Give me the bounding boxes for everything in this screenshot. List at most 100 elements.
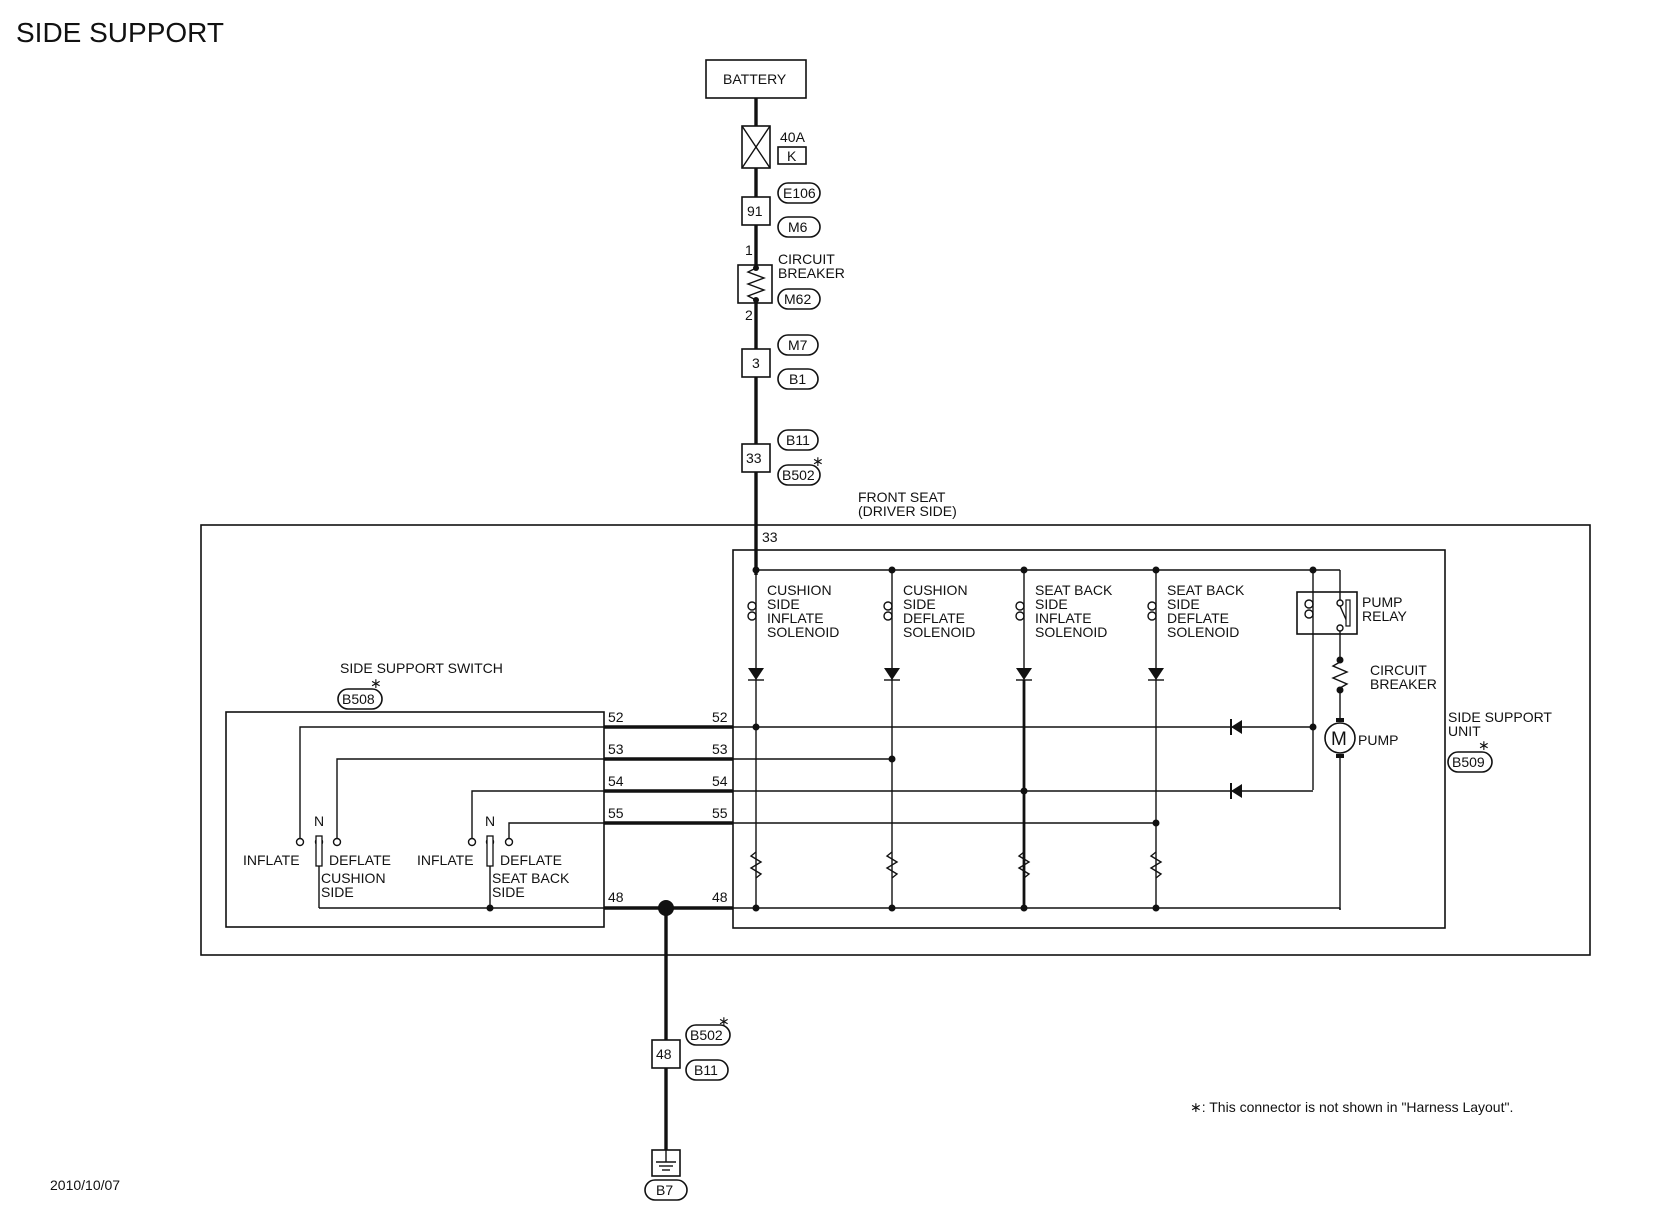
solenoid-1-label-2: SIDE bbox=[767, 596, 800, 612]
circuit-breaker-icon bbox=[737, 264, 773, 304]
pin-33-box bbox=[741, 443, 771, 473]
switch-pin-48: 48 bbox=[608, 889, 624, 905]
unit-breaker-icon bbox=[1331, 661, 1349, 689]
connector-b11-bottom bbox=[685, 1059, 729, 1081]
solenoid-2-label-3: DEFLATE bbox=[903, 610, 965, 626]
solenoid-2-label-4: SOLENOID bbox=[903, 624, 975, 640]
solenoid-3-label-1: SEAT BACK bbox=[1035, 582, 1113, 598]
connector-b502-bottom bbox=[685, 1024, 731, 1046]
switch-pin-53: 53 bbox=[608, 741, 624, 757]
connector-m62 bbox=[777, 288, 821, 310]
solenoid-2-label-2: SIDE bbox=[903, 596, 936, 612]
solenoid-4-label-4: SOLENOID bbox=[1167, 624, 1239, 640]
pump-motor-icon bbox=[1324, 722, 1356, 754]
node-52-col1 bbox=[752, 723, 760, 731]
solenoid-2-label-1: CUSHION bbox=[903, 582, 968, 598]
switch-deflate-1: DEFLATE bbox=[329, 852, 391, 868]
breaker-pin-1: 1 bbox=[745, 242, 753, 258]
front-seat-label-2: (DRIVER SIDE) bbox=[858, 503, 957, 519]
switch-pin-55: 55 bbox=[608, 805, 624, 821]
ground-icon bbox=[651, 1149, 681, 1177]
connector-m7 bbox=[777, 334, 819, 356]
breaker-label-2: BREAKER bbox=[778, 265, 845, 281]
switch-n2: N bbox=[485, 813, 495, 829]
pin-48-box bbox=[651, 1039, 681, 1069]
breaker-pin-2: 2 bbox=[745, 307, 753, 323]
connector-b502-bottom-label: B502 bbox=[690, 1027, 723, 1043]
switch-n1: N bbox=[314, 813, 324, 829]
switch-title: SIDE SUPPORT SWITCH bbox=[340, 660, 503, 676]
front-seat-box bbox=[200, 524, 1591, 956]
cushion-switch-icon bbox=[295, 835, 342, 908]
breaker-node-1 bbox=[753, 265, 759, 271]
solenoid-4-label-1: SEAT BACK bbox=[1167, 582, 1245, 598]
connector-b11-top bbox=[777, 429, 819, 451]
switch-cushion-label-1: CUSHION bbox=[321, 870, 386, 886]
breaker-node-2 bbox=[753, 297, 759, 303]
connector-b1-label: B1 bbox=[789, 371, 806, 387]
solenoid-1-label-3: INFLATE bbox=[767, 610, 824, 626]
front-seat-label-1: FRONT SEAT bbox=[858, 489, 946, 505]
unit-pin-33: 33 bbox=[762, 529, 778, 545]
solenoid-3-label-3: INFLATE bbox=[1035, 610, 1092, 626]
switch-inflate-1: INFLATE bbox=[243, 852, 300, 868]
relay-contact-bottom bbox=[1336, 624, 1344, 632]
star-b502-top: ∗ bbox=[812, 453, 824, 469]
solenoid-column-2 bbox=[883, 570, 900, 910]
fuse-code: K bbox=[787, 148, 797, 164]
solenoid-3-label-2: SIDE bbox=[1035, 596, 1068, 612]
unit-pin-52: 52 bbox=[712, 709, 728, 725]
relay-contact-bar bbox=[1345, 599, 1351, 627]
wire-53-switch bbox=[336, 758, 604, 838]
connector-b11-top-label: B11 bbox=[786, 432, 810, 448]
connector-b508 bbox=[337, 688, 383, 710]
connector-b509-label: B509 bbox=[1452, 754, 1485, 770]
switch-seatback-label-1: SEAT BACK bbox=[492, 870, 570, 886]
connector-b502-top-label: B502 bbox=[782, 467, 815, 483]
pin-3-box bbox=[741, 348, 771, 378]
unit-label-1: SIDE SUPPORT bbox=[1448, 709, 1552, 725]
node-55-col4 bbox=[1152, 819, 1160, 827]
connector-b1 bbox=[777, 368, 819, 390]
node-52-relay bbox=[1309, 723, 1317, 731]
fuse-icon bbox=[741, 125, 771, 169]
side-support-switch-box bbox=[225, 711, 605, 928]
unit-pin-54: 54 bbox=[712, 773, 728, 789]
switch-deflate-2: DEFLATE bbox=[500, 852, 562, 868]
switch-seatback-label-2: SIDE bbox=[492, 884, 525, 900]
wire-54-switch bbox=[471, 790, 604, 838]
gnd-node-3 bbox=[1020, 904, 1028, 912]
pump-label: PUMP bbox=[1358, 732, 1398, 748]
gnd-node-1 bbox=[752, 904, 760, 912]
switch-pin-54: 54 bbox=[608, 773, 624, 789]
pump-motor-symbol: M bbox=[1331, 729, 1347, 750]
unit-breaker-label-1: CIRCUIT bbox=[1370, 662, 1427, 678]
page-title: SIDE SUPPORT bbox=[16, 17, 224, 48]
footnote: ∗: This connector is not shown in "Harne… bbox=[1190, 1099, 1513, 1115]
connector-b7 bbox=[644, 1179, 688, 1201]
relay-contact-top bbox=[1336, 599, 1344, 607]
unit-pin-53: 53 bbox=[712, 741, 728, 757]
solenoid-column-4 bbox=[1147, 570, 1164, 910]
solenoid-4-label-3: DEFLATE bbox=[1167, 610, 1229, 626]
unit-label-2: UNIT bbox=[1448, 723, 1481, 739]
switch-inflate-2: INFLATE bbox=[417, 852, 474, 868]
gnd-node-4 bbox=[1152, 904, 1160, 912]
node-54-col3 bbox=[1020, 787, 1028, 795]
solenoid-1-label-4: SOLENOID bbox=[767, 624, 839, 640]
pump-relay-box bbox=[1296, 591, 1358, 635]
switch-pin-52: 52 bbox=[608, 709, 624, 725]
connector-b502-top bbox=[777, 464, 821, 486]
connector-m6 bbox=[777, 216, 821, 238]
connector-m62-label: M62 bbox=[784, 291, 811, 307]
breaker-zigzag bbox=[746, 267, 766, 301]
solenoid-1-label-1: CUSHION bbox=[767, 582, 832, 598]
solenoid-column-1 bbox=[747, 570, 764, 910]
pump-relay-label-2: RELAY bbox=[1362, 608, 1408, 624]
connector-b7-label: B7 bbox=[656, 1182, 673, 1198]
connector-b11-bottom-label: B11 bbox=[694, 1062, 718, 1078]
pin-91: 91 bbox=[747, 203, 763, 219]
breaker-label-1: CIRCUIT bbox=[778, 251, 835, 267]
star-b502-bottom: ∗ bbox=[718, 1013, 730, 1029]
